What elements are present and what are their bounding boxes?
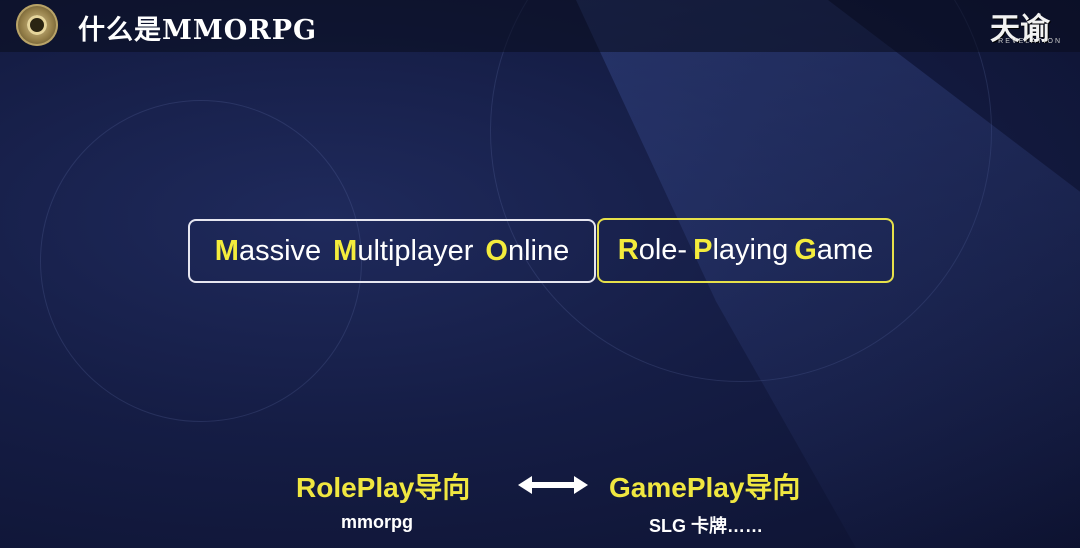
word-game-rest: ame — [816, 234, 874, 266]
initial-role: R — [617, 234, 639, 266]
initial-multiplayer: M — [333, 234, 358, 267]
roleplay-example: mmorpg — [341, 512, 413, 532]
word-playing-rest: laying — [712, 234, 789, 266]
word-multiplayer-rest: ultiplayer — [357, 234, 474, 267]
brand-logo: 天谕 REVELATION — [958, 4, 1068, 47]
compass-emblem-icon — [16, 4, 58, 46]
gameplay-label: GamePlay导向 — [609, 472, 801, 503]
word-role-rest: ole- — [638, 234, 688, 266]
brand-logo-text: 天谕 — [990, 12, 1050, 47]
background-circle-left — [40, 100, 362, 422]
roleplay-label: RolePlay导向 — [296, 472, 471, 503]
gameplay-example: SLG 卡牌…… — [649, 516, 764, 536]
initial-massive: M — [214, 234, 239, 267]
double-arrow-icon — [518, 476, 588, 494]
page-title: 什么是MMORPG — [78, 15, 318, 46]
header-bar: 什么是MMORPG 天谕 REVELATION — [0, 0, 1080, 52]
word-online-rest: nline — [507, 234, 570, 267]
initial-game: G — [794, 234, 817, 266]
initial-playing: P — [693, 234, 713, 266]
brand-logo-subtitle: REVELATION — [998, 38, 1062, 45]
initial-online: O — [485, 234, 508, 267]
word-massive-rest: assive — [238, 234, 322, 267]
